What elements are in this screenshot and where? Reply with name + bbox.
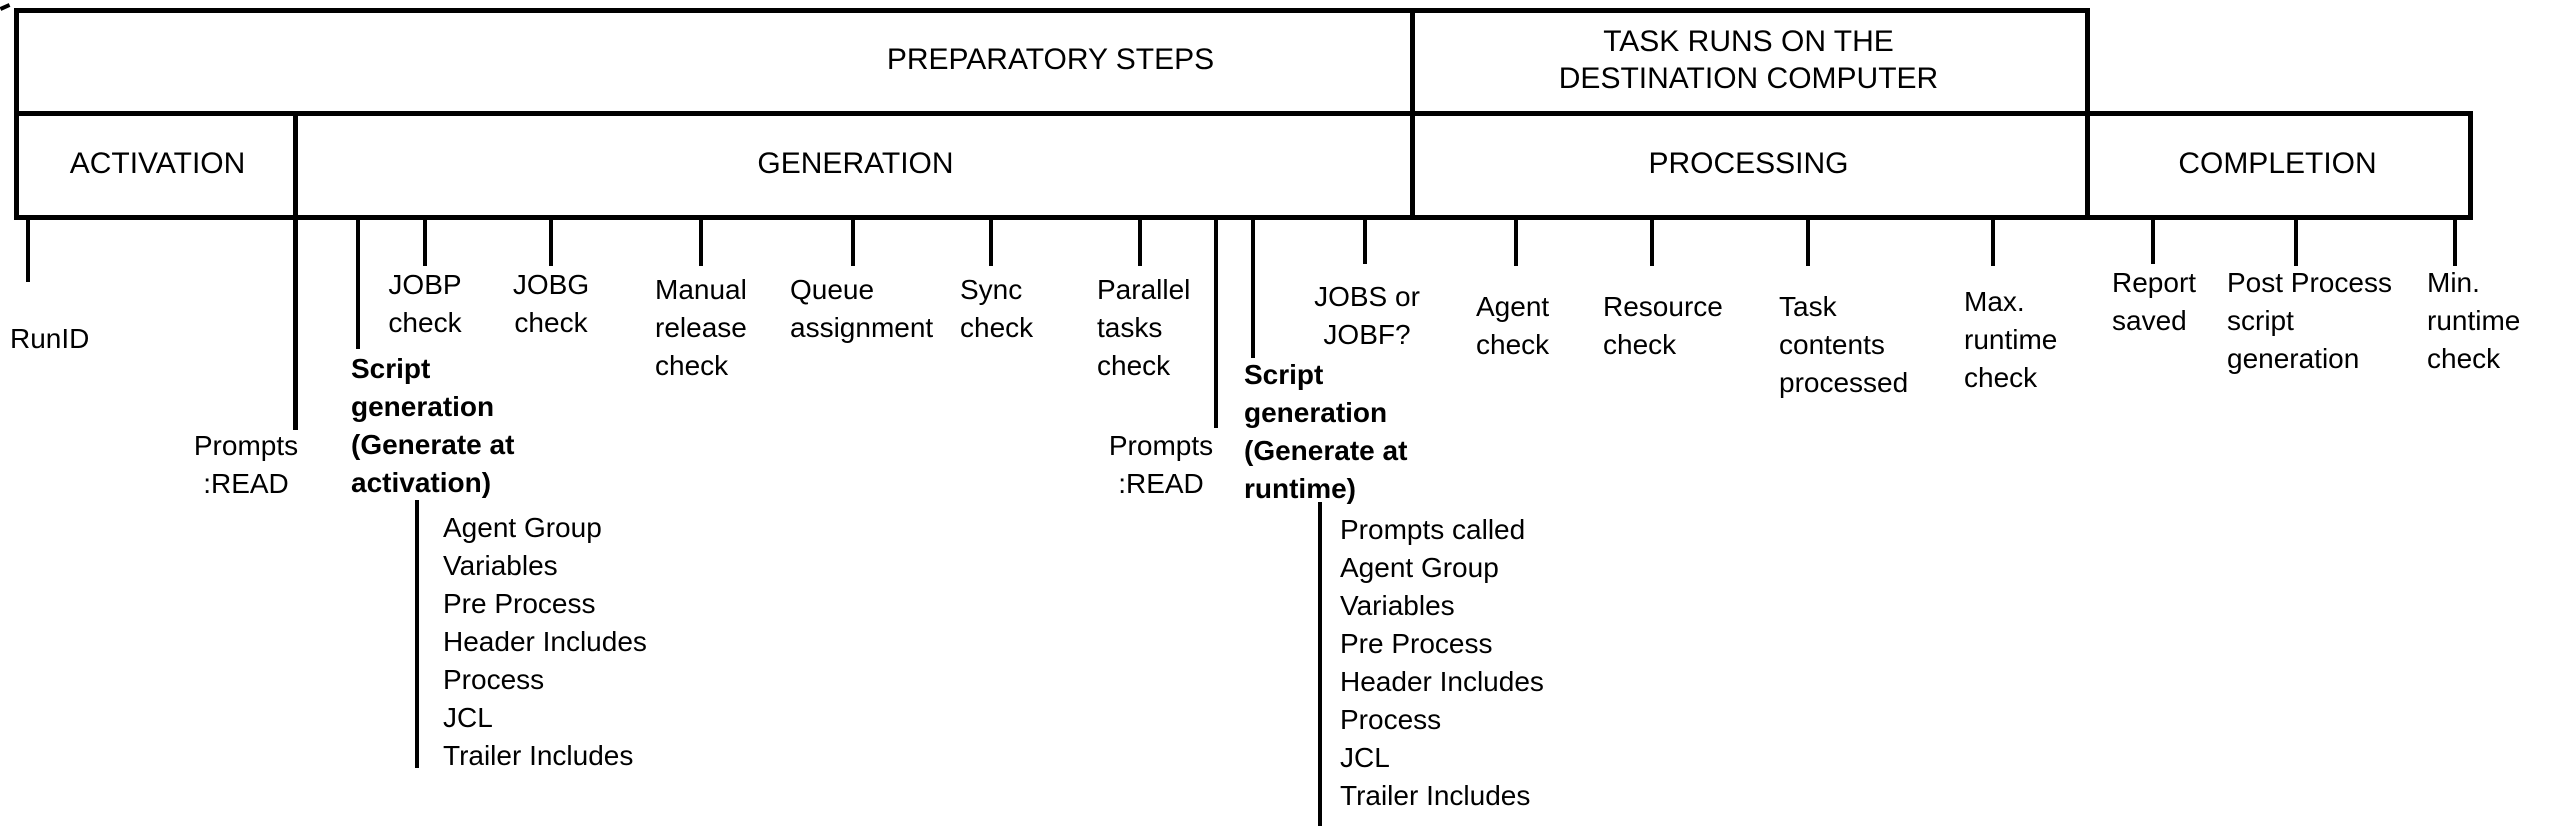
tick-queue-assignment xyxy=(851,218,855,266)
phase-activation-label: ACTIVATION xyxy=(69,146,246,180)
header-preparatory-steps: PREPARATORY STEPS xyxy=(14,8,2087,111)
frame-middle-edge xyxy=(14,111,2473,116)
divider-task-completion xyxy=(2085,8,2090,220)
script-part-item: Agent Group xyxy=(1340,552,1499,583)
script-part-item: Pre Process xyxy=(1340,628,1493,659)
tick-sync-check xyxy=(989,218,993,266)
tick-jobs-or-jobf xyxy=(1363,218,1367,264)
script-part-item: JCL xyxy=(443,702,493,733)
header-preparatory-steps-label: PREPARATORY STEPS xyxy=(886,43,1215,76)
label-runid: RunID xyxy=(10,323,90,354)
tick-script-gen-runtime xyxy=(1251,218,1255,358)
phase-processing-label: PROCESSING xyxy=(1648,146,1849,180)
phase-completion-label: COMPLETION xyxy=(2178,146,2377,180)
script-part-item: Variables xyxy=(1340,590,1455,621)
tick-agent-check xyxy=(1514,218,1518,266)
script-part-item: Header Includes xyxy=(1340,666,1544,697)
phase-generation-label: GENERATION xyxy=(757,146,954,180)
label-task-contents-processed: Task contents processed xyxy=(1779,291,1909,398)
script-part-item: Process xyxy=(1340,704,1442,735)
label-report-saved: Report saved xyxy=(2112,267,2197,336)
tick-manual-release-check xyxy=(699,218,703,266)
tick-runid xyxy=(26,218,30,282)
script-part-item: Prompts called xyxy=(1340,514,1526,545)
divider-preparatory-task xyxy=(1410,8,1415,220)
tick-jobg-check xyxy=(549,218,553,266)
script-part-item: Process xyxy=(443,664,545,695)
header-task-runs: TASK RUNS ON THE DESTINATION COMPUTER xyxy=(1412,8,2085,111)
bracket-runtime-script-parts xyxy=(1318,502,1322,826)
phase-generation: GENERATION xyxy=(301,111,1410,215)
tick-script-gen-activation xyxy=(356,218,360,349)
tick-resource-check xyxy=(1650,218,1654,266)
script-part-item: Pre Process xyxy=(443,588,596,619)
label-jobp-check: JOBP check xyxy=(388,269,462,338)
script-part-item: JCL xyxy=(1340,742,1390,773)
script-part-item: Agent Group xyxy=(443,512,602,543)
label-jobs-or-jobf: JOBS or JOBF? xyxy=(1314,281,1420,350)
divider-activation-generation xyxy=(293,111,298,430)
header-task-runs-label: TASK RUNS ON THE DESTINATION COMPUTER xyxy=(1558,24,1939,95)
label-sync-check: Sync check xyxy=(960,274,1034,343)
phase-completion: COMPLETION xyxy=(2087,111,2468,215)
label-min-runtime-check: Min. runtime check xyxy=(2427,267,2521,374)
tick-min-runtime-check xyxy=(2453,218,2457,266)
tick-prompts-read-generation xyxy=(1214,218,1218,428)
label-script-generation-runtime: Script generation (Generate at runtime) xyxy=(1244,359,1408,504)
label-manual-release-check: Manual release check xyxy=(655,274,747,381)
corner-artifact xyxy=(0,3,11,11)
label-parallel-tasks-check: Parallel tasks check xyxy=(1097,274,1191,381)
label-queue-assignment: Queue assignment xyxy=(790,274,934,343)
tick-task-contents xyxy=(1806,218,1810,266)
tick-max-runtime-check xyxy=(1991,218,1995,266)
tick-parallel-tasks-check xyxy=(1138,218,1142,266)
label-prompts-read-generation: Prompts :READ xyxy=(1108,430,1214,499)
tick-post-process xyxy=(2294,218,2298,266)
frame-bottom-edge xyxy=(14,215,2473,220)
label-max-runtime-check: Max. runtime check xyxy=(1964,286,2058,393)
script-part-item: Trailer Includes xyxy=(1340,780,1531,811)
phase-processing: PROCESSING xyxy=(1412,111,2085,215)
label-prompts-read-activation: Prompts :READ xyxy=(193,430,299,499)
frame-top-edge xyxy=(14,8,2087,13)
label-script-generation-activation: Script generation (Generate at activatio… xyxy=(351,353,515,498)
tick-report-saved xyxy=(2151,218,2155,264)
label-post-process-script-generation: Post Process script generation xyxy=(2227,267,2392,374)
label-agent-check: Agent check xyxy=(1476,291,1550,360)
phase-activation: ACTIVATION xyxy=(14,111,301,215)
script-part-item: Trailer Includes xyxy=(443,740,634,771)
script-part-item: Header Includes xyxy=(443,626,647,657)
tick-jobp-check xyxy=(423,218,427,266)
label-jobg-check: JOBG check xyxy=(512,269,590,338)
frame-left-edge xyxy=(14,8,19,220)
frame-right-edge xyxy=(2468,111,2473,220)
bracket-activation-script-parts xyxy=(415,500,419,768)
script-part-item: Variables xyxy=(443,550,558,581)
label-resource-check: Resource check xyxy=(1603,291,1723,360)
